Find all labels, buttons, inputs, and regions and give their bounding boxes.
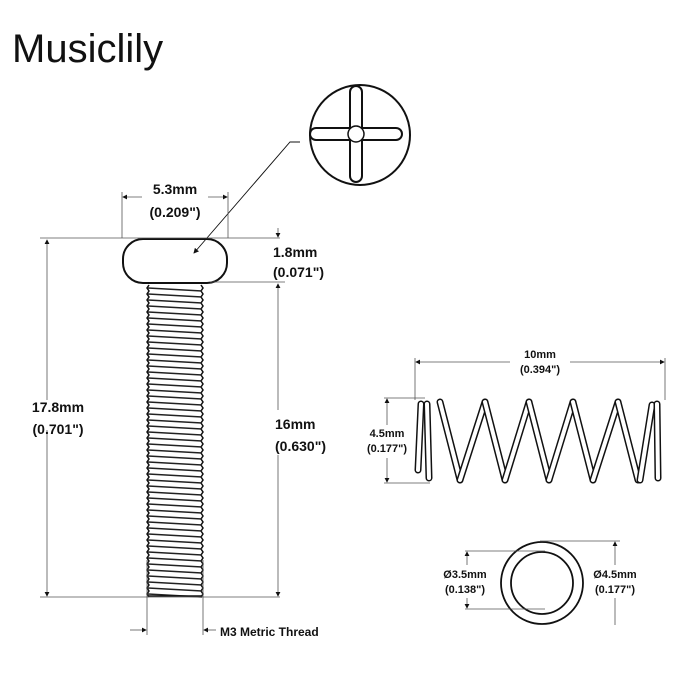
head-width-label: 5.3mm xyxy=(153,181,197,197)
thread-line xyxy=(147,365,203,370)
thread-line xyxy=(147,293,203,298)
thread-line xyxy=(147,461,203,466)
head-height-inch-label: (0.071") xyxy=(273,264,324,280)
thread-line xyxy=(147,569,203,574)
thread-line xyxy=(147,353,203,358)
thread-spec-label: M3 Metric Thread xyxy=(220,625,319,639)
thread-line xyxy=(147,521,203,526)
thread-line xyxy=(147,581,203,586)
outer-diameter-label: Ø4.5mm xyxy=(593,569,637,581)
screw-dimensions: 5.3mm (0.209") 1.8mm (0.071") 17.8mm (0.… xyxy=(32,181,326,639)
thread-line xyxy=(147,497,203,502)
phillips-head-detail xyxy=(193,84,411,254)
thread-line xyxy=(147,395,203,400)
thread-line xyxy=(147,431,203,436)
thread-length-inch-label: (0.630") xyxy=(275,438,326,454)
thread-line xyxy=(147,509,203,514)
spring-wire xyxy=(571,400,595,482)
spring-wire xyxy=(425,402,431,480)
spring-length-label: 10mm xyxy=(524,349,556,361)
thread-line xyxy=(147,317,203,322)
thread-line xyxy=(147,347,203,352)
thread-line xyxy=(147,443,203,448)
spring-wire xyxy=(547,400,575,482)
spring-end-view: Ø3.5mm (0.138") Ø4.5mm (0.177") xyxy=(443,540,637,625)
thread-line xyxy=(147,503,203,508)
spring-wire xyxy=(591,400,620,482)
spring-drawing xyxy=(414,398,662,484)
thread-line xyxy=(147,419,203,424)
spring-wire xyxy=(458,400,487,482)
thread-line xyxy=(147,401,203,406)
thread-line xyxy=(147,407,203,412)
thread-line xyxy=(147,389,203,394)
thread-line xyxy=(147,311,203,316)
thread-line xyxy=(147,539,203,544)
thread-line xyxy=(147,299,203,304)
outer-diameter-inch-label: (0.177") xyxy=(595,584,635,596)
thread-line xyxy=(147,413,203,418)
spring-dimensions: 10mm (0.394") 4.5mm (0.177") xyxy=(367,349,666,484)
thread-line xyxy=(147,515,203,520)
thread-line xyxy=(147,377,203,382)
spring-wire xyxy=(438,400,462,482)
total-length-label: 17.8mm xyxy=(32,399,84,415)
thread-line xyxy=(147,545,203,550)
screw-threads xyxy=(146,284,204,598)
spring-wire xyxy=(527,400,551,482)
thread-line xyxy=(147,425,203,430)
thread-line xyxy=(147,437,203,442)
thread-line xyxy=(147,533,203,538)
brand-logo: Musiclily xyxy=(12,27,163,71)
spring-wire xyxy=(616,400,640,482)
thread-line xyxy=(147,527,203,532)
thread-line xyxy=(147,557,203,562)
spring-length-inch-label: (0.394") xyxy=(520,364,560,376)
spring-diameter-inch-label: (0.177") xyxy=(367,443,407,455)
thread-line xyxy=(147,287,203,292)
spring-wire xyxy=(416,402,423,472)
thread-line xyxy=(147,455,203,460)
thread-line xyxy=(147,479,203,484)
total-length-inch-label: (0.701") xyxy=(33,421,84,437)
thread-line xyxy=(147,335,203,340)
thread-line xyxy=(147,587,203,592)
spring-wire xyxy=(503,400,531,482)
inner-diameter-inch-label: (0.138") xyxy=(445,584,485,596)
thread-line xyxy=(147,383,203,388)
spring-wire xyxy=(638,403,654,482)
thread-line xyxy=(147,341,203,346)
thread-line xyxy=(147,467,203,472)
thread-line xyxy=(147,575,203,580)
head-height-label: 1.8mm xyxy=(273,244,317,260)
thread-line xyxy=(147,305,203,310)
spring-diameter-label: 4.5mm xyxy=(370,428,405,440)
thread-line xyxy=(147,359,203,364)
spring-wire xyxy=(483,400,507,482)
thread-line xyxy=(147,323,203,328)
spring-wire xyxy=(655,402,660,480)
spring-coils xyxy=(414,398,662,484)
thread-line xyxy=(147,491,203,496)
thread-length-label: 16mm xyxy=(275,416,315,432)
thread-line xyxy=(147,563,203,568)
screw-drawing xyxy=(122,238,228,598)
head-width-inch-label: (0.209") xyxy=(150,204,201,220)
inner-diameter-label: Ø3.5mm xyxy=(443,569,487,581)
thread-line xyxy=(147,449,203,454)
thread-line xyxy=(147,371,203,376)
thread-edge xyxy=(146,284,150,598)
thread-line xyxy=(147,485,203,490)
thread-line xyxy=(147,551,203,556)
thread-line xyxy=(147,329,203,334)
thread-line xyxy=(147,473,203,478)
